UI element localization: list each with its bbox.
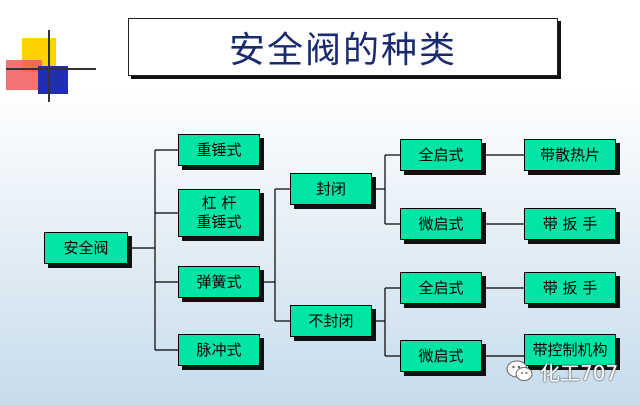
node-with-wrench-2: 带 扳 手 [524, 272, 616, 304]
node-weight-type: 重锤式 [178, 134, 260, 166]
node-lever-weight-type: 杠 杆 重锤式 [178, 189, 260, 237]
deco-line-vertical [48, 30, 50, 102]
node-sealed: 封闭 [290, 173, 372, 205]
node-full-lift-sealed: 全启式 [400, 139, 482, 171]
node-with-control: 带控制机构 [524, 334, 616, 366]
node-full-lift-unsealed: 全启式 [400, 272, 482, 304]
wechat-icon [506, 360, 533, 381]
node-micro-lift-unsealed: 微启式 [400, 340, 482, 372]
watermark: 化工707 [506, 356, 618, 386]
node-spring-type: 弹簧式 [178, 266, 260, 298]
node-pulse-type: 脉冲式 [178, 334, 260, 366]
deco-square-red [6, 60, 42, 90]
node-with-wrench-1: 带 扳 手 [524, 208, 616, 240]
node-micro-lift-sealed: 微启式 [400, 208, 482, 240]
node-with-fin: 带散热片 [524, 139, 616, 171]
title-box: 安全阀的种类 [128, 18, 558, 76]
watermark-text: 化工707 [540, 360, 619, 385]
deco-line-horizontal [6, 68, 96, 70]
deco-square-blue [38, 66, 68, 94]
node-safety-valve: 安全阀 [44, 232, 128, 264]
page-title: 安全阀的种类 [228, 30, 457, 71]
node-unsealed: 不封闭 [290, 305, 372, 337]
